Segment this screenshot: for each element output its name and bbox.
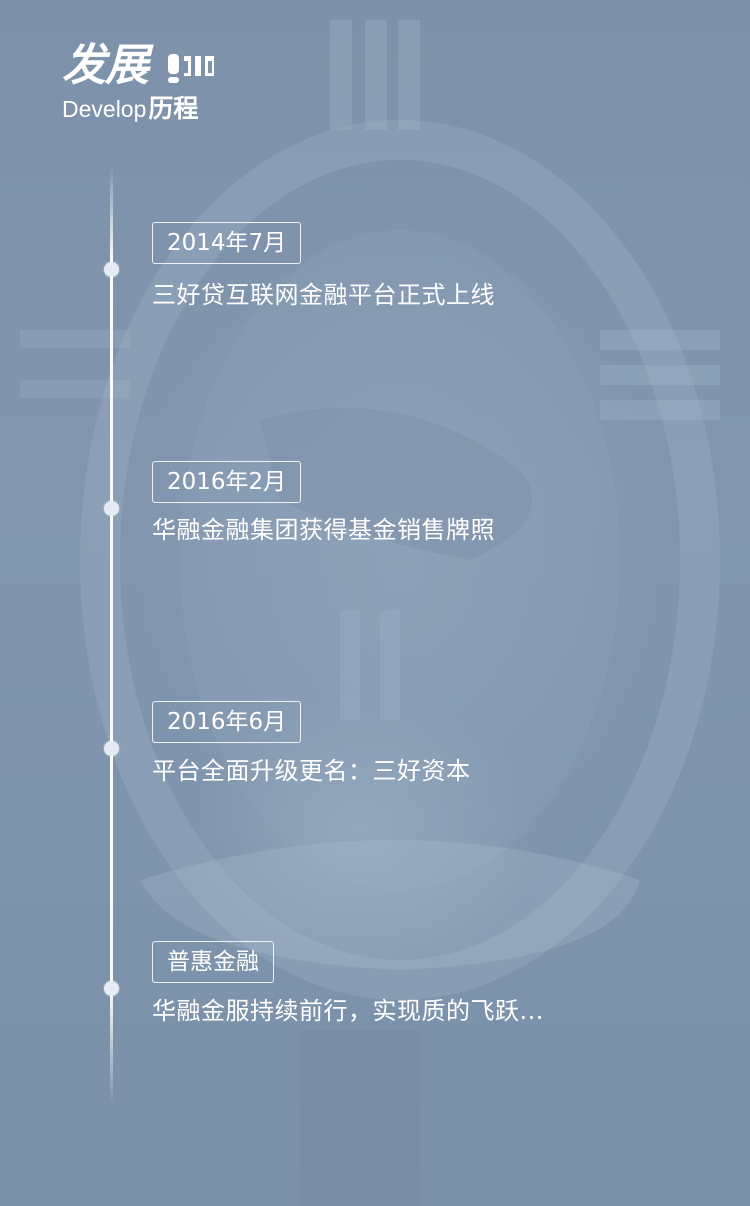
timeline-date-badge: 普惠金融 [152,941,274,983]
timeline-dot [104,741,119,756]
logo-title-cn: 发展 [62,40,149,91]
timeline-event-text: 华融金服持续前行，实现质的飞跃... [152,997,544,1025]
speech-bubble-icon [168,52,214,83]
timeline-date-badge: 2016年6月 [152,701,302,743]
develop-history-logo: 发展 Develop历程 [62,40,232,130]
timeline-event-text: 三好贷互联网金融平台正式上线 [152,281,495,309]
timeline-dot [104,501,119,516]
timeline-event-text: 平台全面升级更名：三好资本 [152,757,471,785]
logo-title-cn2: 历程 [148,94,199,123]
timeline-date-badge: 2014年7月 [152,222,302,264]
timeline-line [110,165,113,1105]
timeline-dot [104,262,119,277]
logo-title-en: Develop [62,96,147,122]
timeline-date-badge: 2016年2月 [152,461,302,503]
timeline-dot [104,981,119,996]
timeline-event-text: 华融金融集团获得基金销售牌照 [152,516,495,544]
